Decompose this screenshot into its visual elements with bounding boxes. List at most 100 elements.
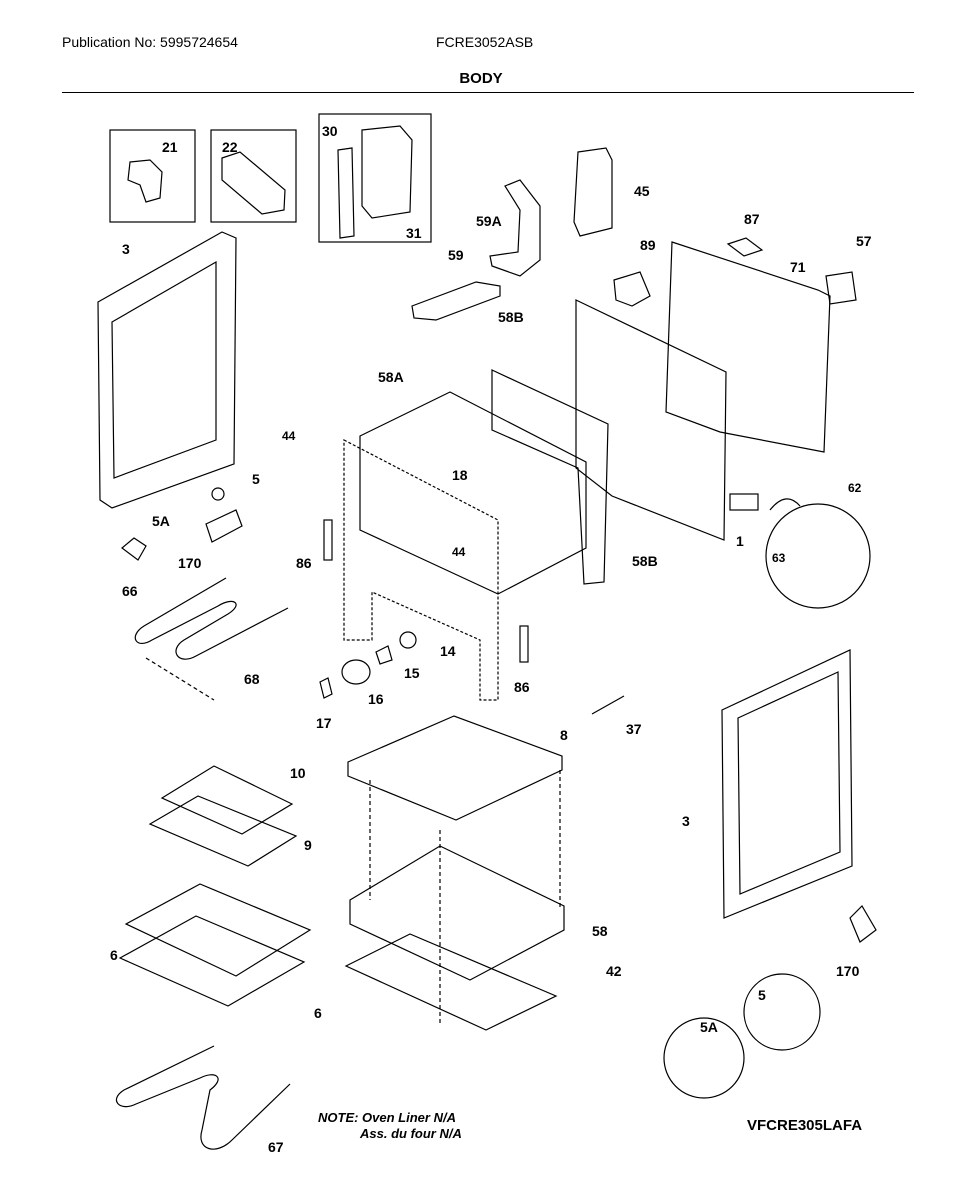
callout-5A-right: 5A — [700, 1019, 718, 1035]
callout-86-right: 86 — [514, 679, 530, 695]
callout-37: 37 — [626, 721, 642, 737]
part-62-detail-circle — [765, 503, 871, 609]
callout-58B-top: 58B — [498, 309, 524, 325]
callout-58: 58 — [592, 923, 608, 939]
oven-front-frame — [343, 439, 499, 701]
right-door-window — [737, 671, 841, 895]
detail-arrow — [769, 498, 801, 511]
inset-box-30-31 — [318, 113, 432, 243]
callout-8: 8 — [560, 727, 568, 743]
callout-86-left: 86 — [296, 555, 312, 571]
callout-44-a: 44 — [282, 429, 296, 443]
part-66-broil-element — [134, 577, 289, 660]
callout-59A: 59A — [476, 213, 502, 229]
part-57-vent — [825, 271, 857, 305]
part-68-wire — [145, 657, 215, 701]
callout-22: 22 — [222, 139, 238, 155]
inset-box-21 — [109, 129, 196, 223]
callout-21: 21 — [162, 139, 178, 155]
part-22-bracket — [221, 151, 286, 215]
part-71-back-panel — [665, 241, 831, 453]
callout-44-b: 44 — [452, 545, 466, 559]
callout-6-b: 6 — [314, 1005, 322, 1021]
callout-3-left: 3 — [122, 241, 130, 257]
callout-5-right: 5 — [758, 987, 766, 1003]
callout-5A-left: 5A — [152, 513, 170, 529]
part-9-broil-pan — [148, 795, 298, 867]
part-10-broil-grid — [160, 765, 294, 835]
section-title: BODY — [459, 70, 503, 87]
part-5-right-detail — [743, 973, 821, 1051]
part-16-lamp-cover — [341, 659, 371, 685]
part-59-duct — [411, 281, 501, 321]
callout-57: 57 — [856, 233, 872, 249]
callout-45: 45 — [634, 183, 650, 199]
part-87-clip — [726, 237, 764, 257]
part-6-lower-rack — [118, 915, 306, 1007]
part-170-right-clip — [849, 905, 877, 943]
note-line-2: Ass. du four N/A — [360, 1126, 462, 1141]
callout-170-left: 170 — [178, 555, 202, 571]
callout-42: 42 — [606, 963, 622, 979]
callout-14: 14 — [440, 643, 456, 659]
callout-3-right: 3 — [682, 813, 690, 829]
part-30-block — [361, 125, 413, 219]
part-62-terminal-block — [729, 493, 759, 511]
part-89-bracket — [613, 271, 651, 307]
callout-6-a: 6 — [110, 947, 118, 963]
callout-89: 89 — [640, 237, 656, 253]
callout-67: 67 — [268, 1139, 284, 1155]
callout-87: 87 — [744, 211, 760, 227]
part-31-strip — [337, 147, 355, 239]
callout-9: 9 — [304, 837, 312, 853]
part-86-left-bracket — [323, 519, 333, 561]
callout-16: 16 — [368, 691, 384, 707]
part-67-bake-element — [115, 1045, 291, 1150]
part-6-upper-rack — [124, 883, 312, 977]
part-170-left-clip — [205, 509, 243, 543]
callout-10: 10 — [290, 765, 306, 781]
callout-1: 1 — [736, 533, 744, 549]
part-59A-duct — [489, 179, 541, 277]
part-15-bulb — [375, 645, 393, 665]
part-45-box — [573, 147, 613, 237]
callout-31: 31 — [406, 225, 422, 241]
diagram-code: VFCRE305LAFA — [747, 1117, 863, 1134]
model-number: FCRE3052ASB — [436, 34, 534, 50]
publication-number: Publication No: 5995724654 — [62, 34, 238, 50]
callout-58A: 58A — [378, 369, 404, 385]
part-58B-insulation — [491, 369, 609, 585]
part-37-wire — [591, 695, 625, 715]
part-17-clip — [319, 677, 333, 699]
callout-15: 15 — [404, 665, 420, 681]
part-5-left-leg — [211, 487, 225, 501]
callout-170-right: 170 — [836, 963, 860, 979]
part-1-rear-frame — [575, 299, 727, 541]
callout-68: 68 — [244, 671, 260, 687]
note-line-1: NOTE: Oven Liner N/A — [318, 1110, 456, 1125]
part-8-oven-bottom — [347, 715, 563, 821]
callout-62: 62 — [848, 481, 862, 495]
part-86-right-bracket — [519, 625, 529, 663]
callout-66: 66 — [122, 583, 138, 599]
callout-63: 63 — [772, 551, 786, 565]
part-3-left-door — [97, 231, 237, 509]
inset-box-22 — [210, 129, 297, 223]
part-21-bracket — [127, 159, 163, 203]
part-42-bottom-plate — [344, 933, 558, 1031]
left-door-window — [111, 260, 217, 479]
part-14-lamp-socket — [399, 631, 417, 649]
callout-58B-mid: 58B — [632, 553, 658, 569]
header-rule — [62, 92, 914, 93]
callout-59: 59 — [448, 247, 464, 263]
part-5A-right-detail — [663, 1017, 745, 1099]
part-5A-left-foot — [121, 537, 147, 561]
oven-liner-note: NOTE: Oven Liner N/A Ass. du four N/A — [318, 1110, 462, 1142]
callout-17: 17 — [316, 715, 332, 731]
callout-71: 71 — [790, 259, 806, 275]
callout-30: 30 — [322, 123, 338, 139]
callout-5-left: 5 — [252, 471, 260, 487]
part-3-right-door — [721, 649, 853, 919]
callout-18: 18 — [452, 467, 468, 483]
